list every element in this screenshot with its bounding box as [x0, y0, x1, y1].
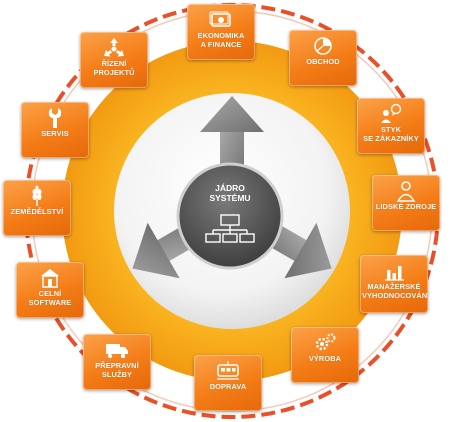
- wrench-icon: [21, 107, 89, 129]
- wheat-icon: [3, 185, 71, 207]
- module-label-vyroba: VÝROBA: [308, 354, 342, 363]
- hub-circle: [176, 162, 284, 270]
- tram-icon: [194, 360, 262, 382]
- module-tile-zemedelstvi[interactable]: ZEMĚDĚLSTVÍ: [3, 180, 71, 236]
- module-label-prepravni: PŘEPRAVNÍ SLUŽBY: [95, 361, 139, 379]
- module-tile-rizeni[interactable]: ŘÍZENÍ PROJEKTŮ: [80, 32, 148, 88]
- module-label-celni: CELNÍ SOFTWARE: [28, 289, 72, 307]
- module-tile-vyroba[interactable]: VÝROBA: [291, 327, 359, 383]
- module-tile-doprava[interactable]: DOPRAVA: [194, 355, 262, 411]
- module-label-rizeni: ŘÍZENÍ PROJEKTŮ: [93, 59, 135, 77]
- bar-chart-icon: [360, 260, 428, 282]
- org-chart-icon: [205, 214, 255, 243]
- module-tile-servis[interactable]: SERVIS: [21, 102, 89, 158]
- module-label-servis: SERVIS: [41, 129, 69, 138]
- module-tile-obchod[interactable]: OBCHOD: [289, 30, 357, 86]
- module-tile-celni[interactable]: CELNÍ SOFTWARE: [16, 262, 84, 318]
- module-label-styk: STYK SE ZÁKAZNÍKY: [363, 125, 419, 143]
- person-icon: [372, 180, 440, 202]
- module-label-obchod: OBCHOD: [306, 57, 340, 66]
- pie-chart-icon: [289, 35, 357, 57]
- chat-people-icon: [357, 103, 425, 125]
- module-label-doprava: DOPRAVA: [209, 382, 247, 391]
- project-arrows-icon: [80, 37, 148, 59]
- module-label-zemedelstvi: ZEMĚDĚLSTVÍ: [10, 207, 64, 216]
- module-tile-manazerske[interactable]: MANAŽERSKÉ VYHODNOCOVÁNÍ: [360, 255, 428, 313]
- module-label-manazerske: MANAŽERSKÉ VYHODNOCOVÁNÍ: [362, 282, 428, 300]
- gears-icon: [291, 332, 359, 354]
- truck-icon: [83, 339, 151, 361]
- module-label-ekonomika: EKONOMIKA A FINANCE: [197, 31, 245, 49]
- customs-house-icon: [16, 267, 84, 289]
- hub-title: JÁDRO SYSTÉMU: [209, 183, 251, 203]
- module-label-lidske: LIDSKÉ ZDROJE: [375, 202, 437, 211]
- module-tile-ekonomika[interactable]: EKONOMIKA A FINANCE: [187, 4, 255, 60]
- module-tile-prepravni[interactable]: PŘEPRAVNÍ SLUŽBY: [83, 334, 151, 390]
- money-icon: [187, 9, 255, 31]
- module-tile-styk[interactable]: STYK SE ZÁKAZNÍKY: [357, 98, 425, 154]
- module-tile-lidske[interactable]: LIDSKÉ ZDROJE: [372, 175, 440, 231]
